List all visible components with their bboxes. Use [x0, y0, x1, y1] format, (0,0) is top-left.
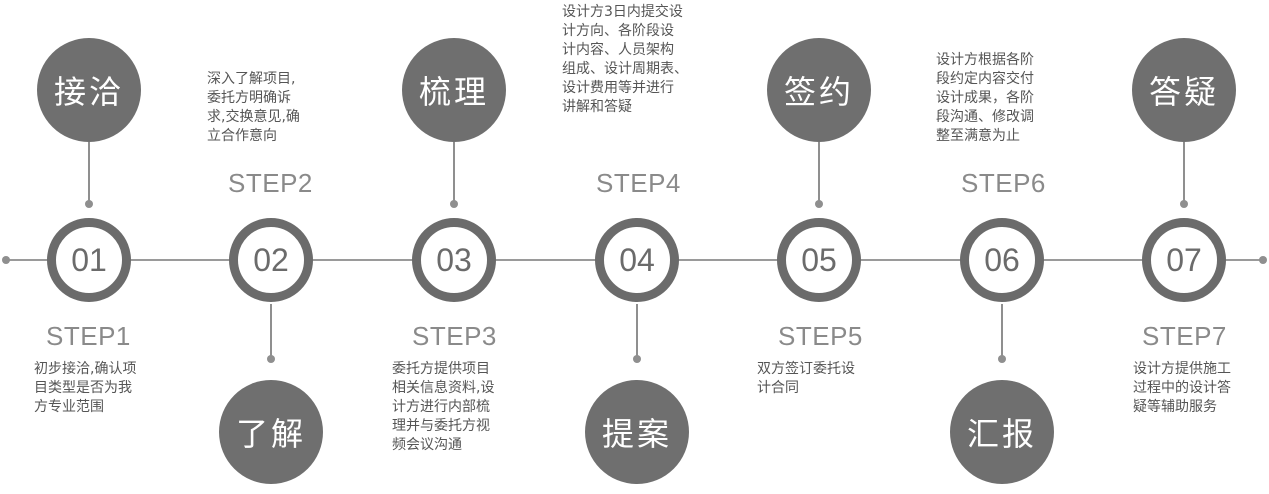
step7-title-bubble: 答疑 — [1132, 38, 1236, 142]
step6-number-circle: 06 — [960, 218, 1044, 302]
step1-number-circle: 01 — [47, 218, 131, 302]
step2-description: 深入了解项目, 委托方明确诉 求,交换意见,确 立合作意向 — [207, 71, 300, 144]
step6-label: STEP6 — [961, 168, 1046, 198]
step1-description: 初步接洽,确认项 目类型是否为我 方专业范围 — [34, 361, 137, 415]
step5-number-circle: 05 — [777, 218, 861, 302]
step1-title-bubble: 接洽 — [37, 38, 141, 142]
step3-number-circle: 03 — [412, 218, 496, 302]
step7-connector — [1183, 142, 1185, 204]
step6-connector — [1001, 304, 1003, 358]
timeline-start-dot — [2, 256, 10, 264]
step5-description: 双方签订委托设 计合同 — [757, 361, 855, 396]
step7-label: STEP7 — [1142, 321, 1227, 351]
step4-connector-dot — [633, 355, 641, 363]
step4-number-circle: 04 — [595, 218, 679, 302]
step3-connector — [453, 142, 455, 204]
step5-connector-dot — [815, 200, 823, 208]
timeline-end-dot — [1259, 256, 1267, 264]
step2-connector-dot — [267, 355, 275, 363]
step4-label: STEP4 — [596, 168, 681, 198]
step4-title-bubble: 提案 — [585, 380, 689, 484]
step1-label: STEP1 — [46, 321, 131, 351]
step3-title-bubble: 梳理 — [402, 38, 506, 142]
step7-number-circle: 07 — [1142, 218, 1226, 302]
step2-label: STEP2 — [228, 168, 313, 198]
step7-connector-dot — [1180, 200, 1188, 208]
step1-connector-dot — [85, 200, 93, 208]
step5-label: STEP5 — [778, 321, 863, 351]
step4-description: 设计方3日内提交设 计方向、各阶段设 计内容、人员架构 组成、设计周期表、 设计… — [562, 4, 688, 115]
step3-label: STEP3 — [412, 321, 497, 351]
step2-title-bubble: 了解 — [219, 380, 323, 484]
step2-number-circle: 02 — [229, 218, 313, 302]
step7-description: 设计方提供施工 过程中的设计答 疑等辅助服务 — [1133, 361, 1231, 415]
step4-connector — [636, 304, 638, 358]
step5-title-bubble: 签约 — [767, 38, 871, 142]
step3-connector-dot — [450, 200, 458, 208]
step2-connector — [270, 304, 272, 358]
step5-connector — [818, 142, 820, 204]
step1-connector — [88, 142, 90, 204]
step6-title-bubble: 汇报 — [950, 380, 1054, 484]
step6-connector-dot — [998, 355, 1006, 363]
step6-description: 设计方根据各阶 段约定内容交付 设计成果，各阶 段沟通、修改调 整至满意为止 — [936, 52, 1034, 144]
step3-description: 委托方提供项目 相关信息资料,设 计方进行内部梳 理并与委托方视 频会议沟通 — [392, 361, 495, 453]
